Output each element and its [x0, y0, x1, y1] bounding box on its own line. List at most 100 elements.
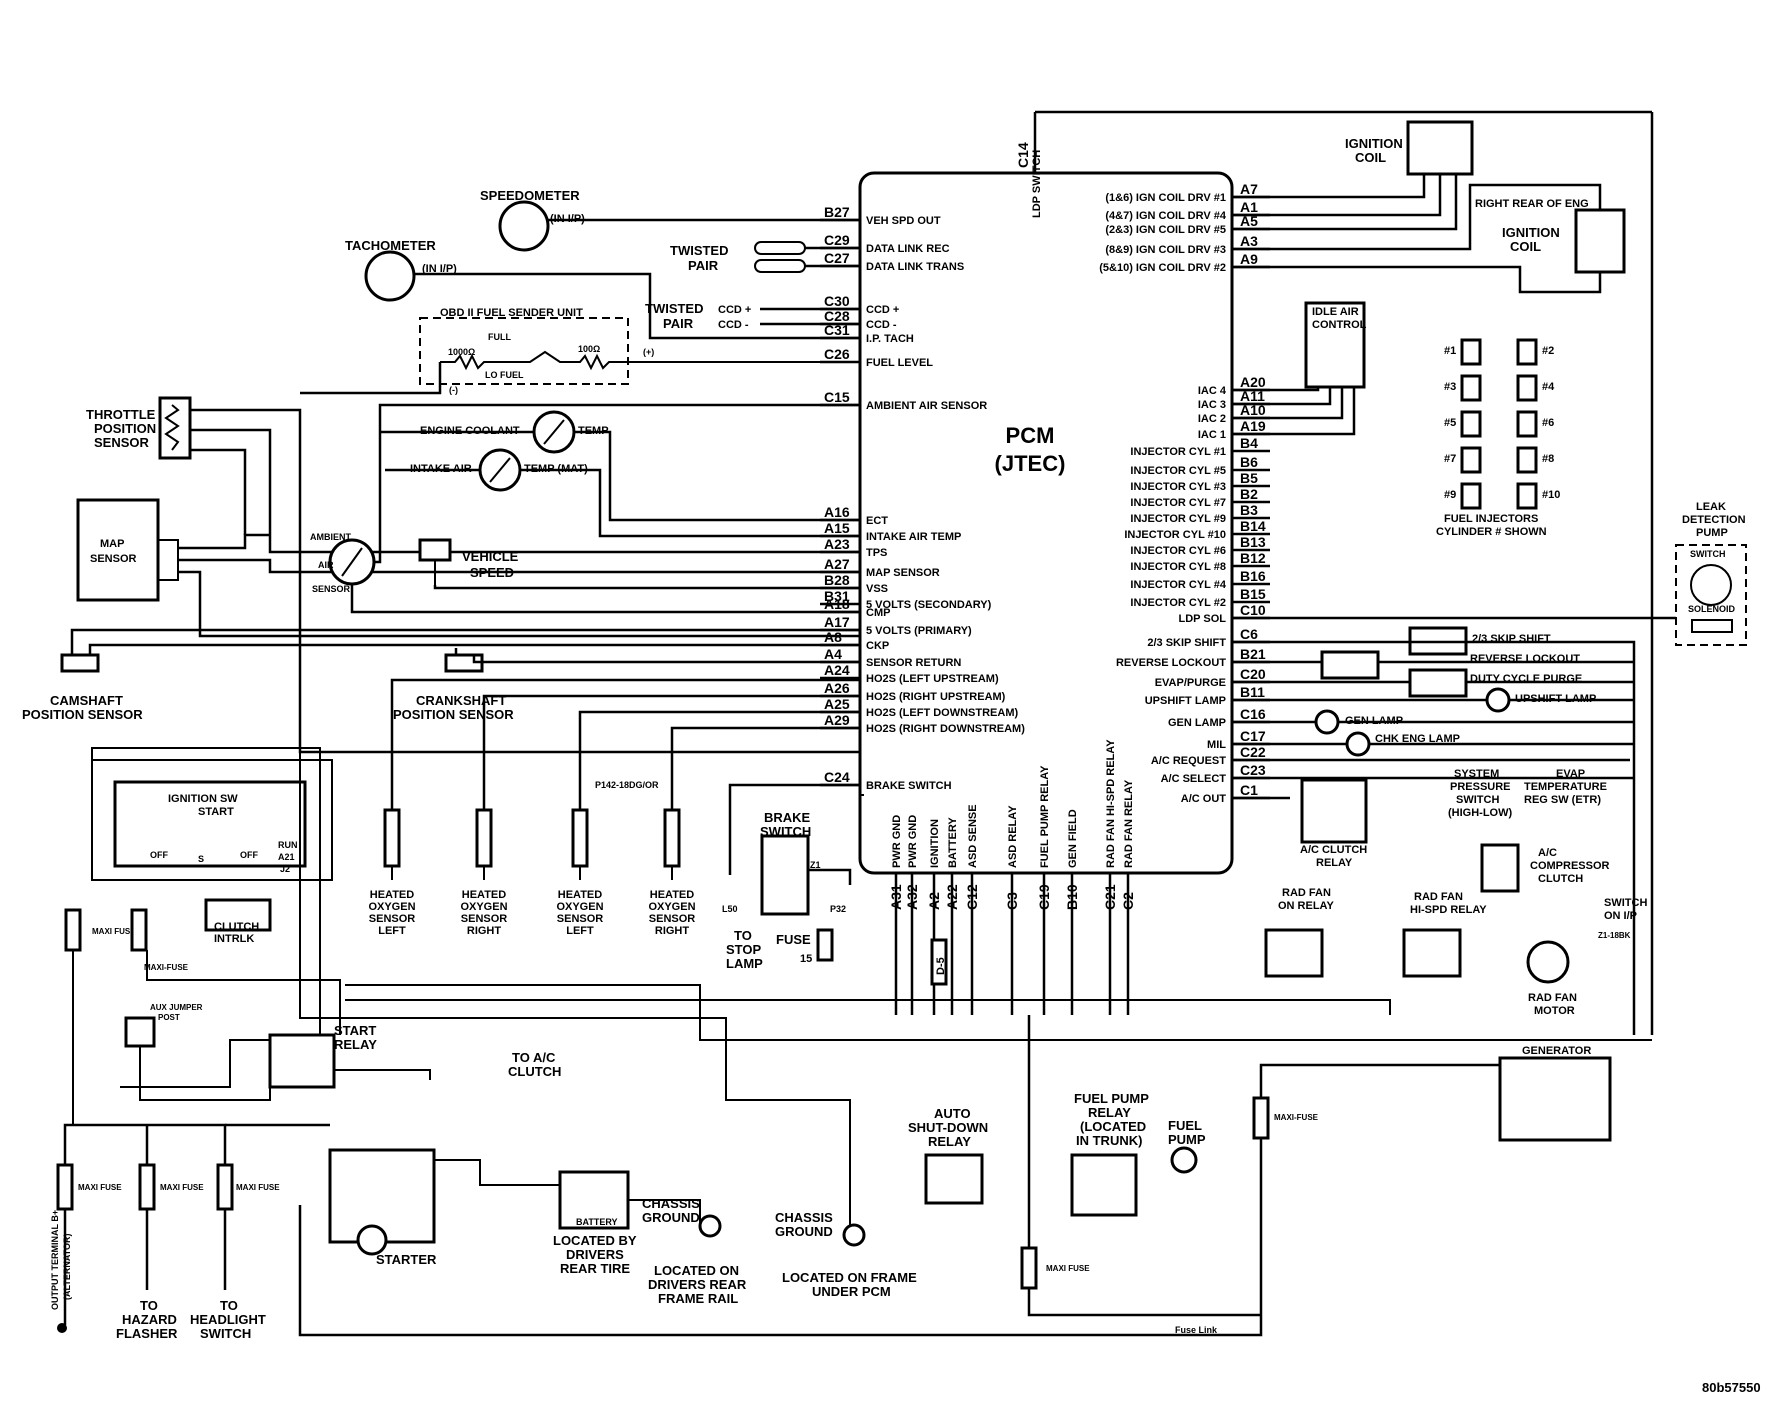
fuel-pump-motor: [1170, 1146, 1198, 1174]
pin-a32: A32: [904, 884, 920, 910]
pin-c20: C20: [1240, 666, 1266, 682]
rad-fan-hi-spd-relay: [1402, 928, 1462, 978]
fuel-injectors: #1#2#3#4#5#6#7#8#9#10: [1444, 338, 1560, 510]
heated-oxygen-sensor-1: [383, 808, 401, 868]
signal-injector-cyl-4: INJECTOR CYL #4: [1130, 579, 1226, 591]
signal-reverse-lockout: REVERSE LOCKOUT: [1116, 657, 1226, 669]
o2-label-1-3: SENSOR: [369, 913, 416, 925]
chassis-label-2: GROUND: [642, 1210, 700, 1225]
pin-b28: B28: [824, 572, 850, 588]
rad-hi-label-2: HI-SPD RELAY: [1410, 904, 1487, 916]
p32-label: P32: [830, 904, 846, 914]
injector-10: [1516, 482, 1538, 510]
to-head-label-2: HEADLIGHT: [190, 1312, 266, 1327]
injector-note-2: CYLINDER # SHOWN: [1436, 526, 1547, 538]
pin-c19: C19: [1036, 884, 1052, 910]
maxi-fuse-1: [64, 908, 82, 952]
ccd-plus-label: CCD +: [718, 304, 751, 316]
maxi-fuse-2: [130, 908, 148, 952]
signal-ccd: CCD -: [866, 319, 897, 331]
rear-eng-label: RIGHT REAR OF ENG: [1475, 198, 1589, 210]
signal-cmp: CMP: [866, 607, 890, 619]
o2-label-3-3: SENSOR: [557, 913, 604, 925]
signal-iac-3: IAC 3: [1198, 399, 1226, 411]
pin-b2: B2: [1240, 486, 1258, 502]
ign-run-label: RUN: [278, 840, 298, 850]
pin-b15: B15: [1240, 586, 1266, 602]
signal-5-10-ign-coil-drv-2: (5&10) IGN COIL DRV #2: [1099, 262, 1226, 274]
pin-c22: C22: [1240, 744, 1266, 760]
ign-coil-b-label-2: COIL: [1510, 239, 1541, 254]
auto-shutdown-relay: [924, 1153, 984, 1205]
output-terminal: [57, 1323, 67, 1333]
pin-a3: A3: [1240, 233, 1258, 249]
maxi-fuse-label-4: MAXI FUSE: [160, 1183, 204, 1192]
gen-maxi-fuse-label: MAXI-FUSE: [1274, 1113, 1319, 1122]
fuel-full-label: FULL: [488, 332, 511, 342]
crank-label-2: POSITION SENSOR: [393, 707, 514, 722]
signal-injector-cyl-1: INJECTOR CYL #1: [1130, 446, 1226, 458]
o2-label-4-2: OXYGEN: [648, 901, 695, 913]
o2-label-1-1: HEATED: [370, 889, 414, 901]
loc-pcm-label-2: UNDER PCM: [812, 1284, 891, 1299]
signal-asd-sense: ASD SENSE: [967, 804, 979, 868]
pin-c23: C23: [1240, 762, 1266, 778]
start-relay-label-1: START: [334, 1023, 376, 1038]
chassis-label-4: GROUND: [775, 1224, 833, 1239]
fuel-sender-label: OBD II FUEL SENDER UNIT: [440, 307, 583, 319]
pin-a16: A16: [824, 504, 850, 520]
injector-label-4: #4: [1542, 381, 1555, 393]
injector-7: [1460, 446, 1482, 474]
heated-oxygen-sensor-3: [571, 808, 589, 868]
resistor-1000-label: 1000Ω: [448, 347, 475, 357]
signal-ho2s-right-downstream: HO2S (RIGHT DOWNSTREAM): [866, 723, 1025, 735]
loc-batt-label-3: REAR TIRE: [560, 1261, 630, 1276]
pin-a22: A22: [944, 884, 960, 910]
ccd-minus-label: CCD -: [718, 319, 749, 331]
to-hazard-label-1: TO: [140, 1298, 158, 1313]
o2-label-1-2: OXYGEN: [368, 901, 415, 913]
fuse-15: [816, 928, 834, 962]
ign-off-label-2: OFF: [240, 850, 258, 860]
aux-jumper-post: [124, 1016, 156, 1048]
pin-a18: A18: [824, 596, 850, 612]
fuel-sender-unit: [419, 317, 629, 385]
signal-5-volts-secondary: 5 VOLTS (SECONDARY): [866, 599, 992, 611]
pcm-subtitle: (JTEC): [995, 451, 1066, 476]
sys-press-label-1: SYSTEM: [1454, 768, 1499, 780]
pin-a1: A1: [1240, 199, 1258, 215]
rad-motor-label-2: MOTOR: [1534, 1005, 1575, 1017]
upshift-lamp: [1485, 687, 1511, 713]
pin-b12: B12: [1240, 550, 1266, 566]
maxi-fuse-6: [1020, 1246, 1038, 1290]
ign-coil-label-1: IGNITION: [1345, 136, 1403, 151]
rad-fan-relay-label-2: ON RELAY: [1278, 900, 1334, 912]
ignition-coil-front: [1406, 120, 1474, 176]
pin-b31: B31: [824, 588, 850, 604]
ac-comp-label-2: COMPRESSOR: [1530, 860, 1610, 872]
ac-compressor-clutch: [1480, 843, 1520, 893]
pin-b16: B16: [1240, 568, 1266, 584]
chassis-ground-1: [698, 1214, 722, 1238]
signal-injector-cyl-6: INJECTOR CYL #6: [1130, 545, 1226, 557]
ign-a21-label: A21: [278, 852, 295, 862]
camshaft-position-sensor: [60, 653, 100, 673]
signal-asd-relay: ASD RELAY: [1007, 805, 1019, 868]
signal-iac-2: IAC 2: [1198, 413, 1226, 425]
signal-ignition: IGNITION: [929, 819, 941, 868]
o2-label-2-4: RIGHT: [467, 925, 502, 937]
vehicle-speed-sensor: [418, 538, 452, 562]
iac-label-1: IDLE AIR: [1312, 306, 1359, 318]
signal-sensor-return: SENSOR RETURN: [866, 657, 961, 669]
pin-b10: B10: [1064, 884, 1080, 910]
injector-label-8: #8: [1542, 453, 1554, 465]
pin-c30: C30: [824, 293, 850, 309]
injector-label-6: #6: [1542, 417, 1554, 429]
pin-c12: C12: [964, 884, 980, 910]
pin-a31: A31: [888, 884, 904, 910]
signal-rad-fan-hi-spd-relay: RAD FAN HI-SPD RELAY: [1105, 739, 1117, 868]
ign-j2-label: J2: [280, 864, 290, 874]
signal-8-9-ign-coil-drv-3: (8&9) IGN COIL DRV #3: [1105, 244, 1226, 256]
pin-c15: C15: [824, 389, 850, 405]
fuse-label: FUSE: [776, 932, 811, 947]
